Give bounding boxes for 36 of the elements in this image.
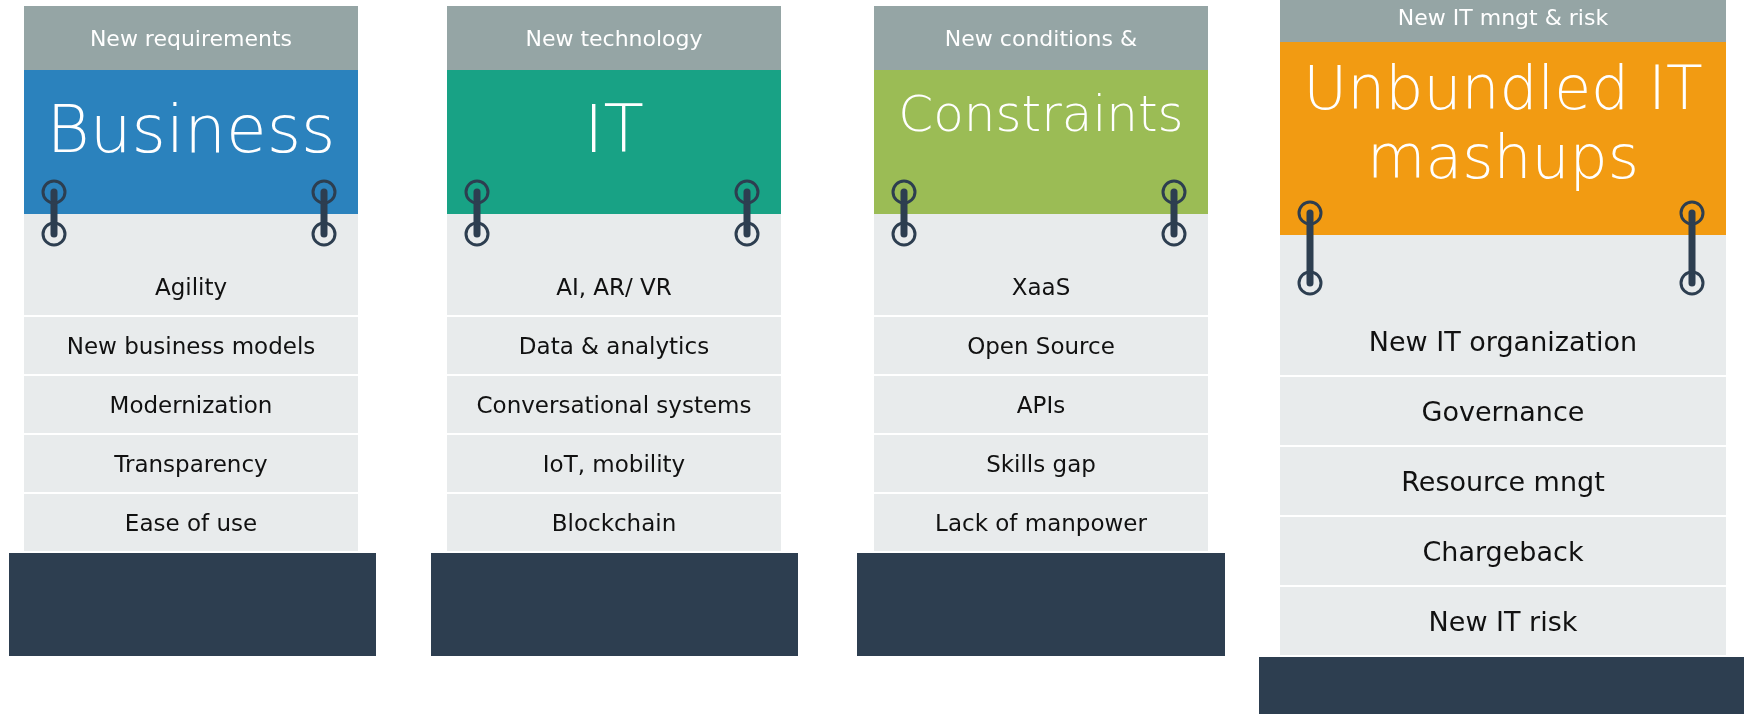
card-stand [1259,657,1744,714]
list-item-text: Governance [1421,395,1585,427]
card-stand [9,553,376,656]
list-item-text: New business models [66,332,316,359]
list-item-text: Ease of use [124,509,258,536]
card [1280,0,1726,657]
card [874,6,1208,553]
list-item-text: Open Source [967,332,1115,359]
card-stand [431,553,798,656]
card-title: Business [46,92,336,168]
list-item-text: IoT, mobility [542,450,686,477]
list-item-text: Transparency [114,450,268,477]
list-item-text: Skills gap [986,450,1096,477]
list-item-text: AI, AR/ VR [556,273,672,300]
list-item-text: Agility [154,273,228,300]
card [24,6,358,553]
card-title: IT [584,92,644,168]
card-title: Unbundled IT mashups [1302,54,1704,192]
card [447,6,781,553]
list-item-text: Lack of manpower [935,509,1147,536]
card-subtitle: New IT mngt & risk [1280,0,1726,42]
list-item-text: Conversational systems [476,391,752,418]
list-item-text: Data & analytics [518,332,710,359]
card-subtitle: New technology [447,6,781,70]
list-item-text: Modernization [109,391,273,418]
list-item-text: XaaS [1011,273,1071,300]
list-item-text: New IT risk [1428,605,1578,637]
card-title: Constraints [898,86,1184,144]
card-stand [857,553,1225,656]
list-item-text: Chargeback [1422,535,1584,567]
card-subtitle: New conditions & [874,6,1208,70]
list-item-text: Blockchain [551,509,677,536]
list-item-text: New IT organization [1368,325,1638,357]
list-item-text: Resource mngt [1401,465,1605,497]
card-subtitle: New requirements [24,6,358,70]
list-item-text: APIs [1016,391,1066,418]
